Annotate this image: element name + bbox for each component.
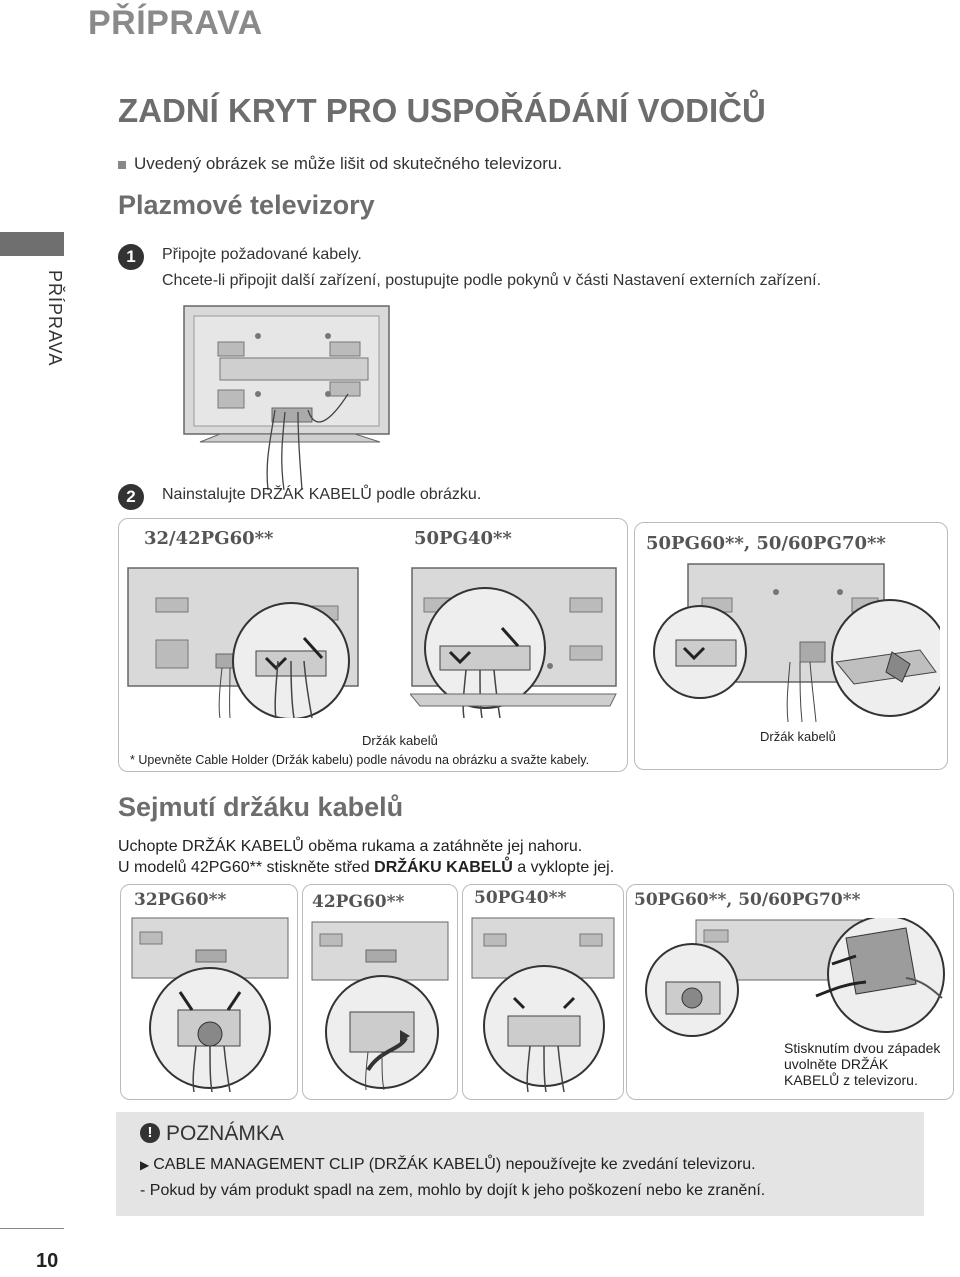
disclaimer-note: Uvedený obrázek se může lišit od skutečn…: [118, 154, 562, 174]
removal-model-3: 50PG40**: [474, 888, 567, 908]
removal-50pg60-illustration: [645, 918, 945, 1037]
removal-line2-prefix: U modelů 42PG60** stiskněte střed: [118, 859, 375, 876]
note-item-2: - Pokud by vám produkt spadl na zem, moh…: [140, 1182, 766, 1199]
removal-50pg40-illustration: [471, 917, 615, 1092]
removal-line2-bold: DRŽÁKU KABELŮ: [374, 859, 513, 876]
removal-32pg60-illustration: [131, 917, 289, 1092]
section-title: PŘÍPRAVA: [88, 4, 263, 42]
tv-install-50pg40-illustration: [410, 567, 617, 718]
page-number: 10: [36, 1250, 59, 1272]
model-label-32-42pg60: 32/42PG60**: [144, 528, 274, 549]
removal-model-4: 50PG60**, 50/60PG70**: [634, 890, 861, 910]
page-title: ZADNÍ KRYT PRO USPOŘÁDÁNÍ VODIČŮ: [118, 92, 766, 129]
note-title: POZNÁMKA: [166, 1122, 284, 1145]
footer-rule: [0, 1228, 64, 1229]
removal-model-2: 42PG60**: [312, 892, 405, 912]
cable-holder-label-left: Držák kabelů: [362, 733, 438, 748]
step-2-text: Nainstalujte DRŽÁK KABELŮ podle obrázku.: [162, 486, 482, 503]
cable-holder-label-right: Držák kabelů: [760, 729, 836, 744]
note-box: [116, 1112, 924, 1216]
note-item-1: ▶CABLE MANAGEMENT CLIP (DRŽÁK KABELŮ) ne…: [140, 1156, 756, 1174]
step-1-line1: Připojte požadované kabely.: [162, 246, 362, 263]
removal-caption-line1: Stisknutím dvou západek: [784, 1040, 941, 1056]
sidebar-tab: [0, 232, 64, 256]
removal-42pg60-illustration: [311, 921, 449, 1090]
note-item-1-text: CABLE MANAGEMENT CLIP (DRŽÁK KABELŮ) nep…: [153, 1156, 756, 1173]
header-band: [0, 0, 960, 52]
step-1-badge: 1: [118, 244, 144, 270]
triangle-bullet-icon: ▶: [140, 1158, 150, 1172]
removal-heading: Sejmutí držáku kabelů: [118, 792, 404, 822]
tv-install-32-42-illustration: [127, 567, 359, 718]
removal-caption-line3: KABELŮ z televizoru.: [784, 1072, 918, 1088]
sidebar-label: PŘÍPRAVA: [45, 270, 65, 367]
model-label-50pg40: 50PG40**: [414, 528, 512, 549]
step-2-badge: 2: [118, 484, 144, 510]
removal-caption: Stisknutím dvou západek uvolněte DRŽÁK K…: [784, 1040, 940, 1088]
tv-install-50pg60-illustration: [653, 563, 940, 722]
model-label-50pg60-50-60pg70: 50PG60**, 50/60PG70**: [646, 533, 886, 554]
removal-line1: Uchopte DRŽÁK KABELŮ oběma rukama a zatá…: [118, 838, 583, 855]
subheading-plasma: Plazmové televizory: [118, 190, 375, 220]
tv-back-illustration: [183, 305, 390, 491]
removal-model-1: 32PG60**: [134, 890, 227, 910]
disclaimer-text: Uvedený obrázek se může lišit od skutečn…: [134, 154, 563, 173]
bullet-square-icon: [118, 160, 126, 169]
install-footnote: * Upevněte Cable Holder (Držák kabelu) p…: [130, 753, 590, 767]
removal-line2-suffix: a vyklopte jej.: [512, 859, 615, 876]
step-1-line2: Chcete-li připojit další zařízení, postu…: [162, 272, 822, 289]
removal-caption-line2: uvolněte DRŽÁK: [784, 1056, 889, 1072]
removal-line2: U modelů 42PG60** stiskněte střed DRŽÁKU…: [118, 859, 614, 877]
warning-icon: !: [140, 1123, 160, 1143]
